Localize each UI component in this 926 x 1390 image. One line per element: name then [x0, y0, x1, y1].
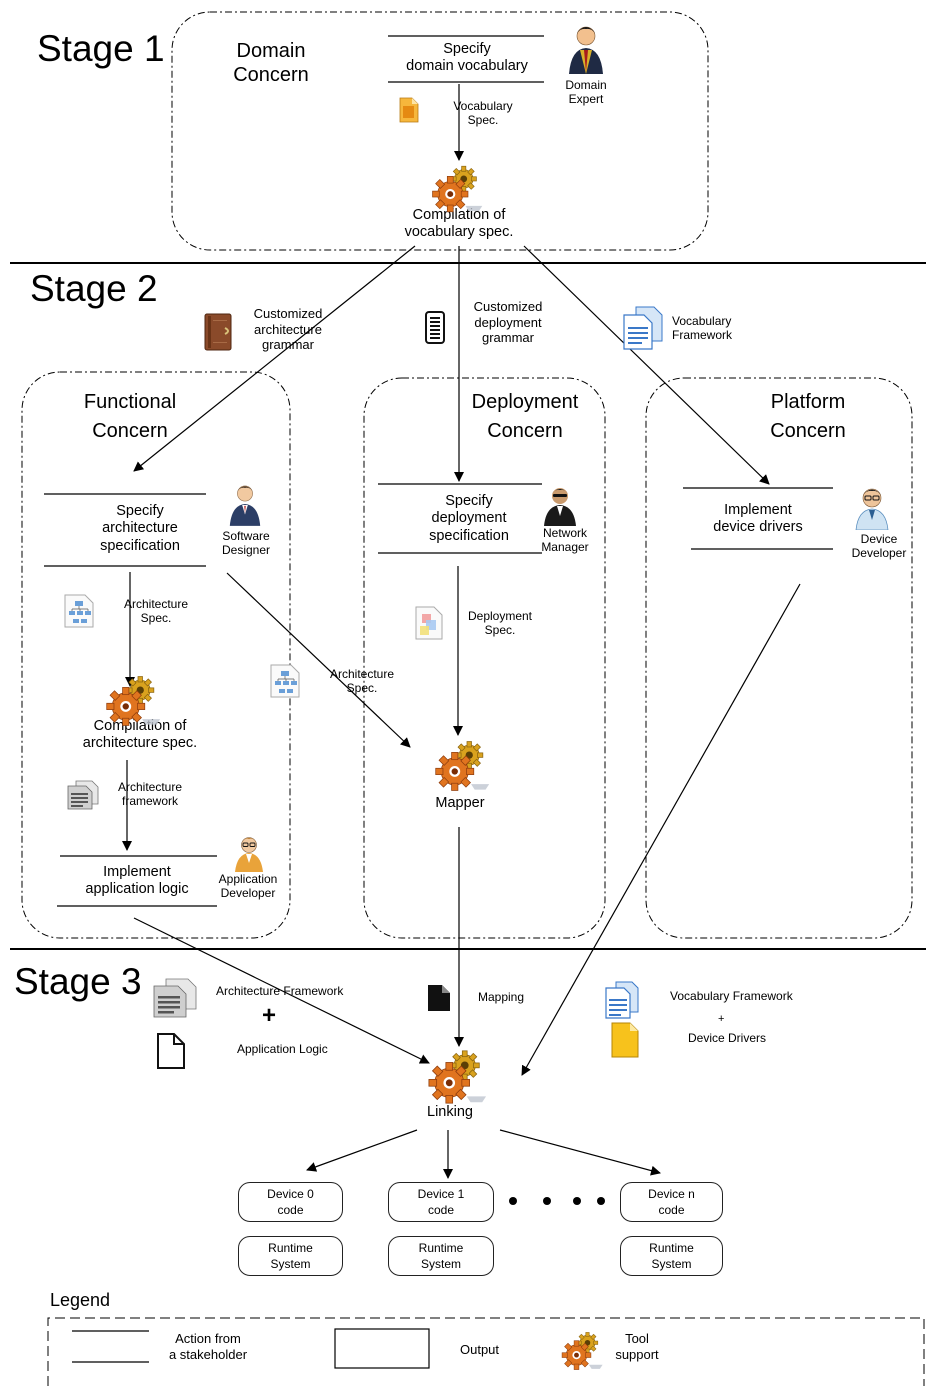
- domain-expert-avatar-icon: [569, 26, 603, 74]
- gear-icon: [426, 1046, 488, 1108]
- s3-plus-sign: +: [262, 1002, 277, 1029]
- gear-icon: [560, 1329, 604, 1373]
- s3-vocabulary-framework-label: Vocabulary Framework: [670, 989, 793, 1003]
- architecture-spec-document-icon: [270, 664, 300, 698]
- software-designer-avatar-icon: [226, 482, 264, 526]
- ellipsis-dot: [509, 1197, 517, 1205]
- deployment-concern-box: [363, 377, 606, 939]
- gear-icon: [104, 672, 162, 730]
- ellipsis-dot: [543, 1197, 551, 1205]
- functional-concern-box: [21, 371, 291, 939]
- s3-architecture-framework-label: Architecture Framework: [216, 984, 344, 998]
- tool-mapper-label: Mapper: [435, 795, 485, 811]
- s3-application-logic-label: Application Logic: [237, 1042, 328, 1056]
- s3-mapping-label: Mapping: [478, 990, 525, 1004]
- stage-1-label: Stage 1: [37, 28, 165, 69]
- application-logic-document-icon: [157, 1033, 185, 1069]
- vocabulary-framework-documents-icon: [623, 306, 663, 350]
- architecture-spec-document-icon: [64, 594, 94, 628]
- book-icon: [204, 313, 232, 351]
- domain-concern-box: [171, 11, 709, 251]
- device-developer-avatar-icon: [855, 488, 889, 530]
- stage-2-label: Stage 2: [30, 268, 158, 309]
- gear-icon: [430, 162, 484, 216]
- device-drivers-document-icon: [611, 1022, 639, 1058]
- legend-output-label: Output: [460, 1342, 500, 1357]
- tool-linking-label: Linking: [427, 1104, 473, 1120]
- s3-device-drivers-label: Device Drivers: [688, 1031, 767, 1045]
- s3-plus-sign-2: +: [718, 1013, 725, 1025]
- ellipsis-dot: [573, 1197, 581, 1205]
- architecture-framework-documents-icon: [153, 978, 197, 1018]
- application-developer-avatar-icon: [235, 837, 263, 872]
- vocabulary-framework-documents-icon: [605, 981, 639, 1019]
- deployment-spec-document-icon: [415, 606, 443, 640]
- legend-box: [47, 1317, 925, 1386]
- ellipsis-dot: [597, 1197, 605, 1205]
- architecture-framework-documents-icon: [67, 780, 99, 810]
- gear-icon: [433, 737, 491, 795]
- platform-concern-box: [645, 377, 913, 939]
- network-manager-avatar-icon: [544, 488, 576, 526]
- legend-title: Legend: [50, 1290, 111, 1310]
- stage-3-label: Stage 3: [14, 961, 142, 1002]
- notepad-icon: [425, 311, 445, 344]
- vocabulary-spec-document-icon: [399, 97, 419, 123]
- mapping-document-icon: [428, 985, 450, 1011]
